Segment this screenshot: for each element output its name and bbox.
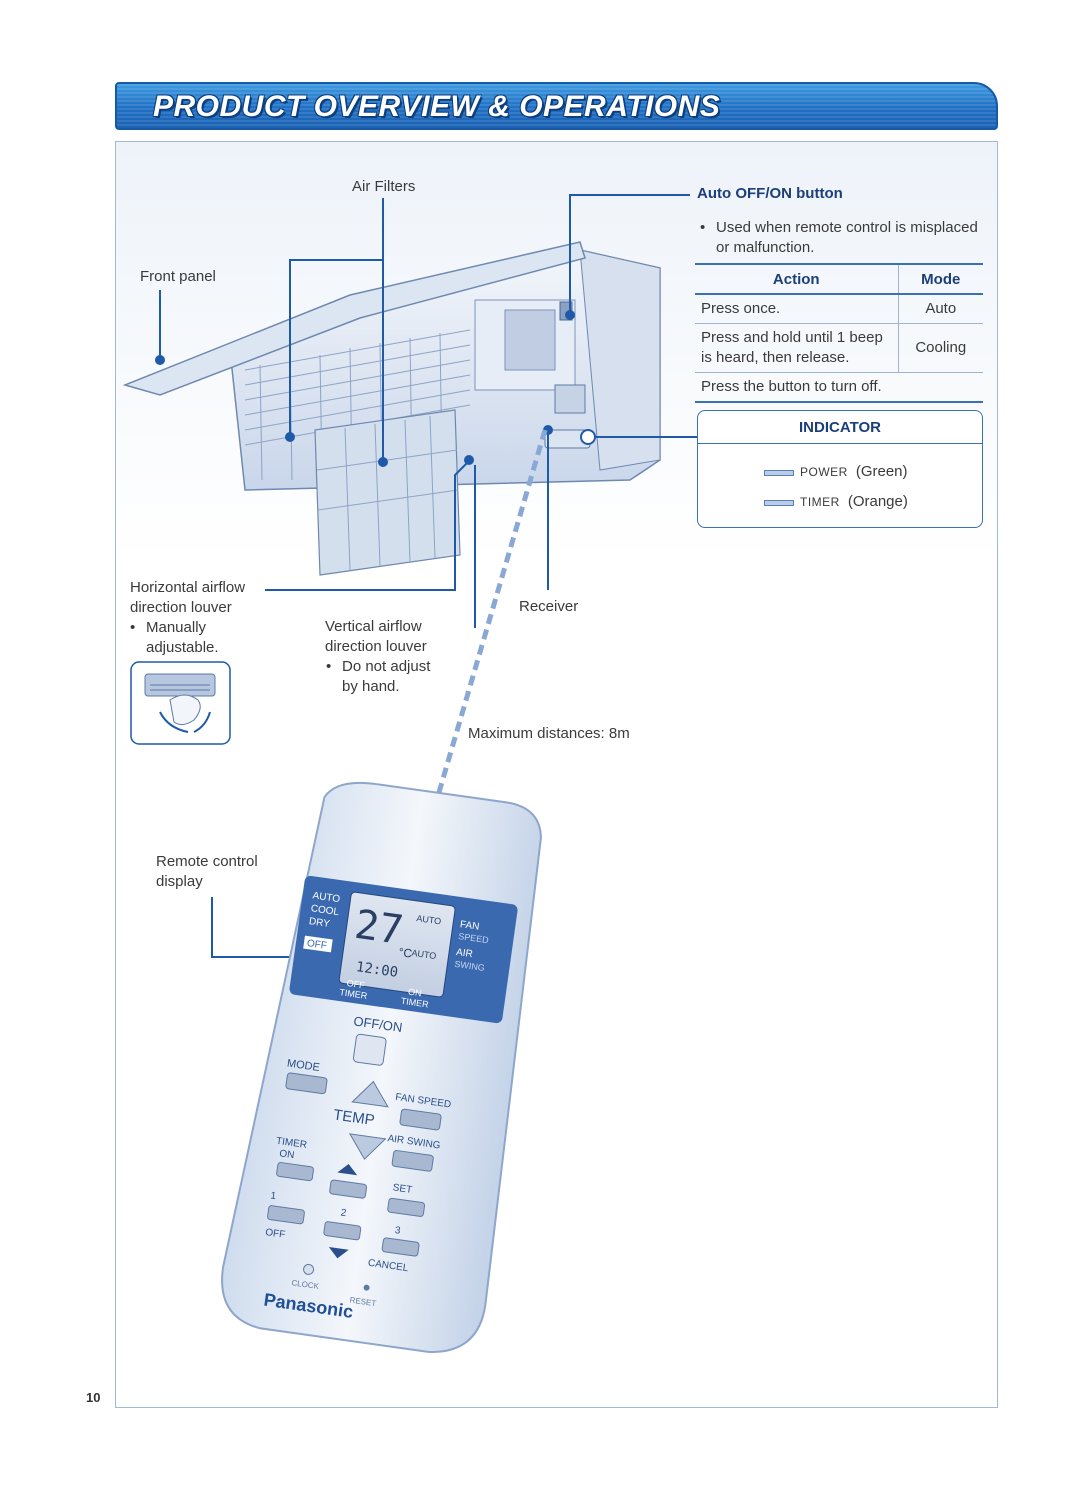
vertical-bullet-2: by hand. xyxy=(342,678,400,695)
svg-text:TIMER: TIMER xyxy=(275,1136,307,1151)
front-panel-label: Front panel xyxy=(140,268,216,285)
remote-lcd xyxy=(338,891,456,998)
power-lamp-icon xyxy=(764,469,794,476)
air-filter-sheet xyxy=(314,409,461,576)
lcd-off-tag: OFF xyxy=(306,938,327,952)
remote-display-label-2: display xyxy=(156,873,203,890)
table-cell-mode: Auto xyxy=(897,294,983,324)
svg-text:TEMP: TEMP xyxy=(332,1106,376,1129)
indicator-title: INDICATOR xyxy=(799,419,881,436)
offon-button xyxy=(352,1033,387,1066)
vertical-bullet-1: Do not adjust xyxy=(342,658,431,675)
svg-text:TIMER: TIMER xyxy=(400,996,430,1010)
horizontal-bullet-2: adjustable. xyxy=(146,639,219,656)
temp-up-button xyxy=(351,1080,389,1108)
table-header-mode: Mode xyxy=(897,263,983,295)
svg-text:TIMER: TIMER xyxy=(339,987,369,1001)
vertical-louver-label-1: Vertical airflow xyxy=(325,618,422,635)
air-swing-button xyxy=(391,1150,434,1172)
table-row: Press the button to turn off. xyxy=(695,372,983,403)
indicator-divider xyxy=(698,443,982,444)
svg-text:OFF: OFF xyxy=(346,978,366,990)
louver-adjust-icon xyxy=(130,661,231,745)
table-cell-action: Press the button to turn off. xyxy=(695,372,983,403)
svg-text:ON: ON xyxy=(408,987,423,999)
indicator-power: POWER(Green) xyxy=(764,463,908,480)
vertical-bullet-dot: • xyxy=(326,658,332,675)
table-cell-action: Press and hold until 1 beep is heard, th… xyxy=(695,323,898,373)
auto-button-title: Auto OFF/ON button xyxy=(697,185,843,202)
lcd-fan: FAN xyxy=(459,919,480,933)
svg-text:OFF: OFF xyxy=(265,1227,286,1241)
lcd-auto-swing: AUTO xyxy=(411,948,437,961)
lcd-speed: SPEED xyxy=(458,931,490,945)
table-header-action: Action xyxy=(695,263,898,295)
remote-control: AUTO COOL DRY 27 °C AUTO AUTO FAN SPEED … xyxy=(221,781,542,1353)
auto-button-description: • Used when remote control is misplaced o… xyxy=(700,218,990,258)
lcd-unit: °C xyxy=(398,945,414,961)
table-cell-action: Press once. xyxy=(695,294,898,324)
svg-text:1: 1 xyxy=(270,1190,277,1202)
table-row: Press once. Auto xyxy=(695,294,983,324)
lcd-auto-fan: AUTO xyxy=(416,913,442,926)
lcd-clock: 12:00 xyxy=(355,959,399,981)
signal-beam xyxy=(425,429,548,831)
svg-text:SET: SET xyxy=(392,1182,413,1196)
offon-label: OFF/ON xyxy=(353,1013,404,1035)
svg-text:3: 3 xyxy=(394,1225,401,1237)
svg-text:2: 2 xyxy=(340,1207,347,1219)
lcd-mode-cool: COOL xyxy=(310,903,340,918)
header-banner: PRODUCT OVERVIEW & OPERATIONS xyxy=(115,82,998,130)
svg-text:CLOCK: CLOCK xyxy=(291,1278,320,1291)
indicator-box: INDICATOR POWER(Green) TIMER(Orange) xyxy=(697,410,983,528)
page-title: PRODUCT OVERVIEW & OPERATIONS xyxy=(153,90,721,123)
banner-stripes xyxy=(117,84,996,128)
table-row: Press and hold until 1 beep is heard, th… xyxy=(695,323,983,373)
max-distance-label: Maximum distances: 8m xyxy=(468,725,630,742)
lcd-temperature: 27 xyxy=(352,902,406,954)
svg-text:RESET: RESET xyxy=(349,1295,377,1308)
mode-button xyxy=(285,1072,328,1095)
page-number: 10 xyxy=(86,1390,101,1405)
receiver-label: Receiver xyxy=(519,598,579,615)
lcd-air: AIR xyxy=(455,947,473,960)
lcd-mode-auto: AUTO xyxy=(312,890,341,905)
horizontal-louver-label-2: direction louver xyxy=(130,599,232,616)
svg-text:MODE: MODE xyxy=(286,1057,320,1073)
temp-down-button xyxy=(348,1133,387,1160)
timer-lamp-icon xyxy=(764,499,794,506)
mode-table: Action Mode Press once. Auto Press and h… xyxy=(695,263,983,403)
fan-speed-button xyxy=(399,1108,442,1131)
horizontal-bullet-dot: • xyxy=(130,619,136,636)
lcd-swing: SWING xyxy=(454,959,486,973)
lcd-mode-dry: DRY xyxy=(308,916,331,930)
horizontal-bullet-1: Manually xyxy=(146,619,207,636)
remote-display-label-1: Remote control xyxy=(156,853,258,870)
table-cell-mode: Cooling xyxy=(897,323,983,373)
air-filters-label: Air Filters xyxy=(352,178,416,195)
svg-text:ON: ON xyxy=(279,1148,295,1161)
indicator-timer: TIMER(Orange) xyxy=(764,493,908,510)
auto-desc-bullet: • xyxy=(700,219,706,236)
auto-desc-text: Used when remote control is misplaced or… xyxy=(716,219,978,256)
vertical-louver-label-2: direction louver xyxy=(325,638,427,655)
horizontal-louver-label-1: Horizontal airflow xyxy=(130,579,246,596)
front-panel xyxy=(122,241,586,396)
